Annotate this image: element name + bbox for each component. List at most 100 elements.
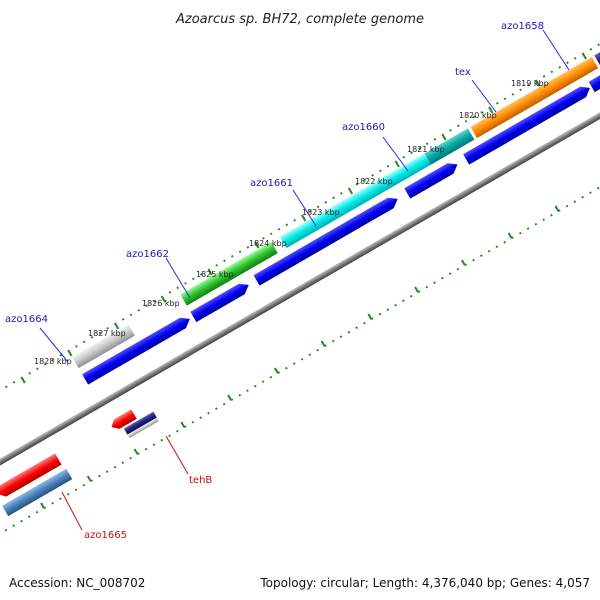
scale-tick: [320, 340, 326, 347]
scale-dot: [191, 420, 195, 424]
scale-dot: [82, 483, 86, 487]
scale-dot: [238, 393, 242, 397]
scale-dot: [145, 304, 148, 308]
scale-dot: [495, 101, 499, 105]
scale-dot: [292, 362, 296, 366]
scale-dot: [440, 276, 444, 280]
cds-arrow[interactable]: [253, 194, 401, 286]
label-azo1664[interactable]: azo1664: [5, 314, 48, 325]
gene-azo1661[interactable]: [279, 151, 434, 249]
label-tehB[interactable]: tehB: [189, 475, 212, 486]
gene-azo1665-red[interactable]: [0, 453, 62, 499]
scale-dot: [191, 277, 195, 281]
kbp-label: 1827 kbp: [88, 329, 126, 338]
scale-dot: [90, 335, 94, 339]
label-azo1658[interactable]: azo1658: [501, 21, 544, 32]
scale-dot: [113, 465, 117, 469]
label-azo1665[interactable]: azo1665: [84, 530, 127, 541]
scale-dot: [74, 488, 78, 492]
scale-dot: [261, 380, 265, 384]
gene-azo1660[interactable]: [424, 128, 475, 165]
scale-dot: [222, 402, 226, 406]
scale-tick: [227, 394, 232, 401]
scale-dot: [363, 178, 367, 182]
scale-dot: [129, 313, 133, 317]
scale-dot: [464, 119, 468, 123]
scale-dot: [456, 124, 460, 128]
cds-arrow[interactable]: [404, 159, 460, 199]
scale-dot: [565, 204, 569, 208]
scale-dot: [223, 259, 226, 263]
scale-dot: [386, 308, 390, 312]
label-tex[interactable]: tex: [455, 67, 471, 78]
scale-tick: [20, 377, 26, 384]
scale-dot: [542, 74, 546, 78]
scale-dot: [59, 497, 62, 501]
scale-dot: [378, 312, 382, 316]
scale-dot: [433, 281, 436, 285]
scale-dot: [425, 142, 429, 146]
scale-dot: [527, 83, 530, 87]
scale-dot: [495, 245, 499, 249]
scale-dot: [121, 317, 125, 321]
kbp-label: 1820 kbp: [459, 111, 497, 120]
scale-dot: [43, 362, 47, 366]
scale-dot: [152, 443, 156, 447]
cds-arrow[interactable]: [588, 64, 600, 93]
gene-tex[interactable]: [470, 56, 599, 139]
forward-leaders: [39, 29, 570, 363]
scale-dot: [246, 245, 250, 249]
scale-dot: [51, 358, 55, 362]
scale-dot: [277, 227, 281, 231]
gene-azo1662[interactable]: [180, 241, 278, 306]
scale-dot: [394, 303, 397, 307]
gene-azo1664[interactable]: [72, 324, 135, 369]
reverse-gene-track: [0, 409, 159, 517]
cds-arrow[interactable]: [82, 314, 193, 385]
scale-dot: [106, 326, 109, 330]
scale-dot: [293, 218, 296, 222]
scale-tick: [488, 107, 494, 114]
scale-dot: [253, 384, 257, 388]
scale-dot: [597, 43, 600, 47]
label-azo1660[interactable]: azo1660: [342, 122, 385, 133]
scale-dot: [558, 65, 561, 69]
cds-arrow[interactable]: [463, 83, 593, 165]
scale-dot: [20, 519, 23, 523]
scale-dot: [386, 164, 390, 168]
scale-dot: [308, 209, 312, 213]
gene-azo1665[interactable]: [2, 468, 73, 517]
scale-dot: [36, 367, 39, 371]
scale-dot: [98, 331, 102, 335]
scale-dot: [246, 389, 249, 393]
scale-dot: [550, 70, 554, 74]
scale-dot: [402, 299, 405, 303]
scale-dot: [589, 191, 592, 195]
scale-tick: [535, 80, 541, 87]
kbp-label: 1822 kbp: [355, 177, 393, 186]
scale-dot: [66, 492, 70, 496]
cds-arrow[interactable]: [190, 280, 251, 323]
scale-tick: [114, 323, 120, 330]
genome-strip: [0, 43, 600, 532]
scale-tick: [180, 421, 186, 428]
scale-dot: [581, 195, 585, 199]
scale-dot: [214, 407, 218, 411]
label-azo1662[interactable]: azo1662: [126, 249, 169, 260]
scale-dot: [339, 335, 343, 339]
scale-dot: [456, 267, 460, 271]
label-azo1661[interactable]: azo1661: [250, 178, 293, 189]
scale-tick: [208, 269, 213, 276]
scale-dot: [230, 254, 234, 258]
scale-dot: [331, 339, 335, 343]
scale-dot: [566, 61, 569, 65]
scale-dot: [589, 47, 593, 51]
forward-cds-track: [82, 64, 600, 385]
scale-tick: [273, 367, 279, 374]
gene-tehB-red[interactable]: [109, 409, 137, 432]
gene-tehB[interactable]: [123, 411, 157, 435]
kbp-label: 1826 kbp: [142, 299, 180, 308]
scale-dot: [472, 258, 475, 262]
scale-dot: [410, 151, 413, 155]
